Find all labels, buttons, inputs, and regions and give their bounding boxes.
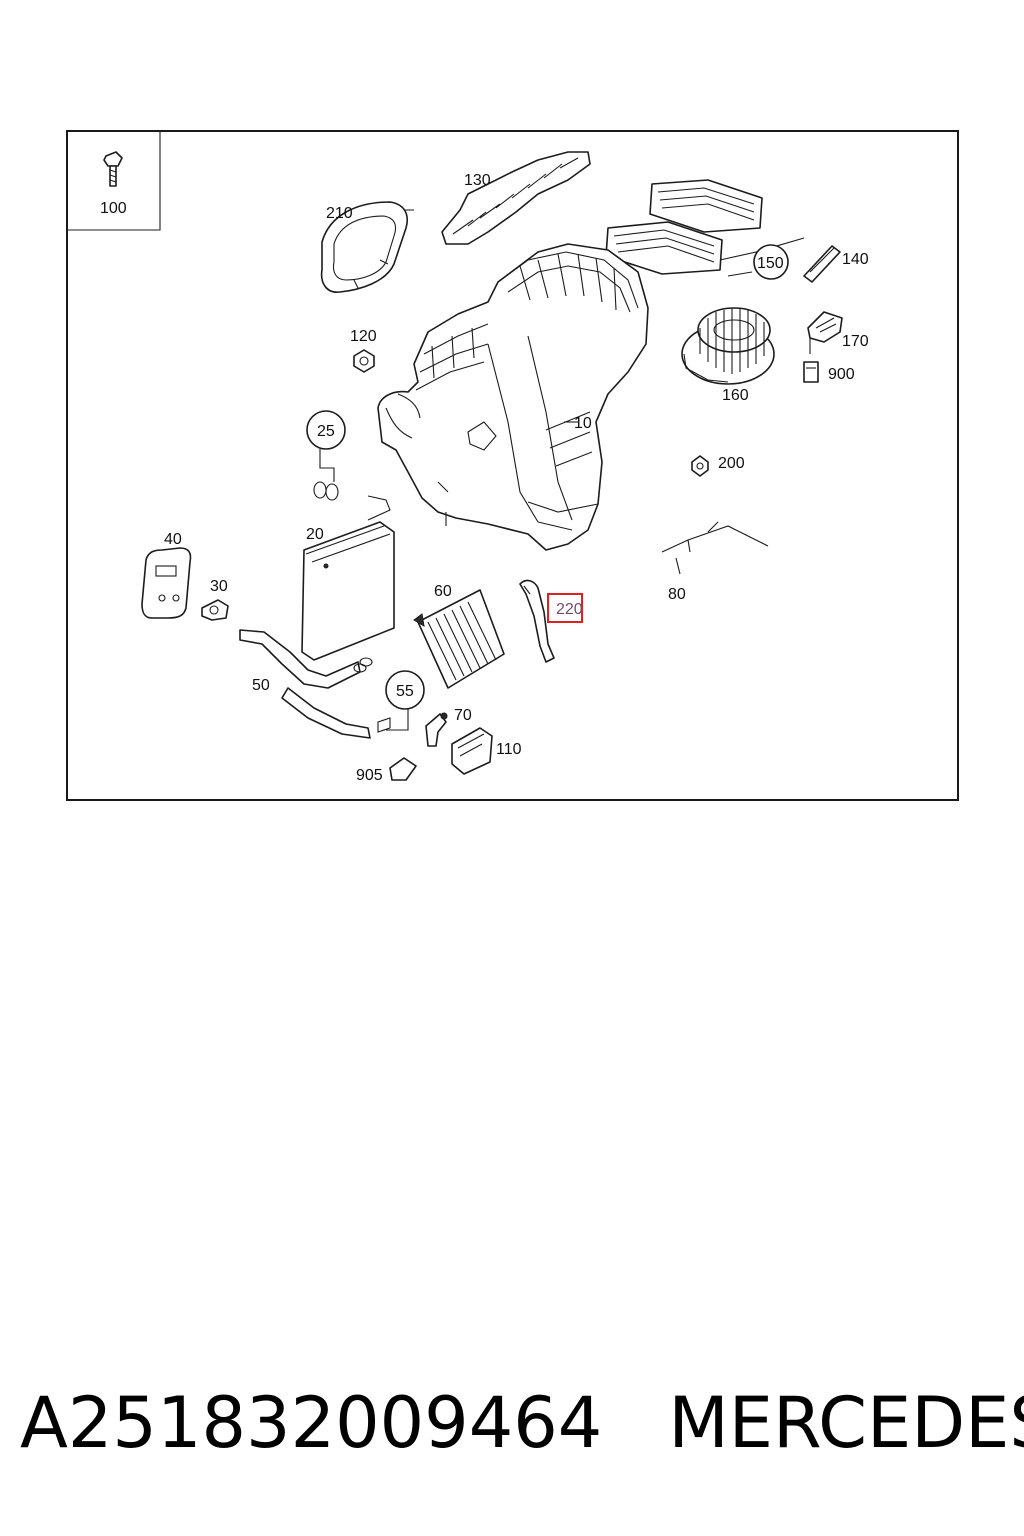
callout-10: 10 xyxy=(574,415,592,432)
bracket-905: 905 xyxy=(356,757,417,784)
callout-110: 110 xyxy=(496,741,522,758)
callout-30: 30 xyxy=(210,578,228,595)
product-caption: A251832009464 MERCEDES xyxy=(20,1378,1024,1468)
callout-100: 100 xyxy=(100,200,127,217)
gasket-130: 130 xyxy=(441,151,591,245)
callout-140: 140 xyxy=(842,251,869,268)
hose-220: 220 xyxy=(519,579,583,663)
connector-900: 900 xyxy=(803,361,855,383)
evaporator-60: 60 xyxy=(413,583,505,689)
callout-70: 70 xyxy=(454,707,472,724)
callout-150: 150 xyxy=(757,255,784,272)
callout-40: 40 xyxy=(164,531,182,548)
heater-core-20: 20 xyxy=(301,495,395,661)
actuator-110: 110 xyxy=(451,727,522,775)
brand-name: MERCEDES xyxy=(668,1382,1024,1464)
callout-80: 80 xyxy=(668,586,686,603)
blower-160: 160 xyxy=(681,307,775,404)
nut-120: 120 xyxy=(350,328,377,373)
strip-140: 140 xyxy=(803,245,869,283)
sensor-30: 30 xyxy=(201,578,229,621)
exploded-parts-drawing: 100 130 210 150 140 xyxy=(68,132,869,784)
callout-170: 170 xyxy=(842,333,869,350)
highlight-box-220 xyxy=(547,593,583,623)
callout-220: 220 xyxy=(556,601,583,618)
part-number: A251832009464 xyxy=(20,1382,603,1464)
wiring-80: 80 xyxy=(661,521,769,603)
callout-20: 20 xyxy=(306,526,324,543)
parts-diagram: 100 130 210 150 140 xyxy=(66,130,959,801)
callout-210: 210 xyxy=(326,205,353,222)
callout-25: 25 xyxy=(317,423,335,440)
filters-150: 150 xyxy=(605,179,805,280)
callout-60: 60 xyxy=(434,583,452,600)
callout-55: 55 xyxy=(396,683,414,700)
callout-200: 200 xyxy=(718,455,745,472)
panel-40: 40 xyxy=(141,531,192,619)
bolt-icon xyxy=(103,151,123,187)
orings-25: 25 xyxy=(306,410,346,501)
callout-50: 50 xyxy=(252,677,270,694)
valve-70: 70 xyxy=(425,707,472,747)
callout-130: 130 xyxy=(464,172,491,189)
callout-905: 905 xyxy=(356,767,383,784)
callout-160: 160 xyxy=(722,387,749,404)
hvac-housing-10: 10 xyxy=(377,243,649,551)
seals-55: 55 xyxy=(353,657,425,733)
callout-900: 900 xyxy=(828,366,855,383)
nut-200: 200 xyxy=(691,455,745,477)
inset-box-100: 100 xyxy=(68,132,161,231)
resistor-170: 170 xyxy=(807,311,869,354)
frame-210: 210 xyxy=(320,201,414,293)
callout-120: 120 xyxy=(350,328,377,345)
